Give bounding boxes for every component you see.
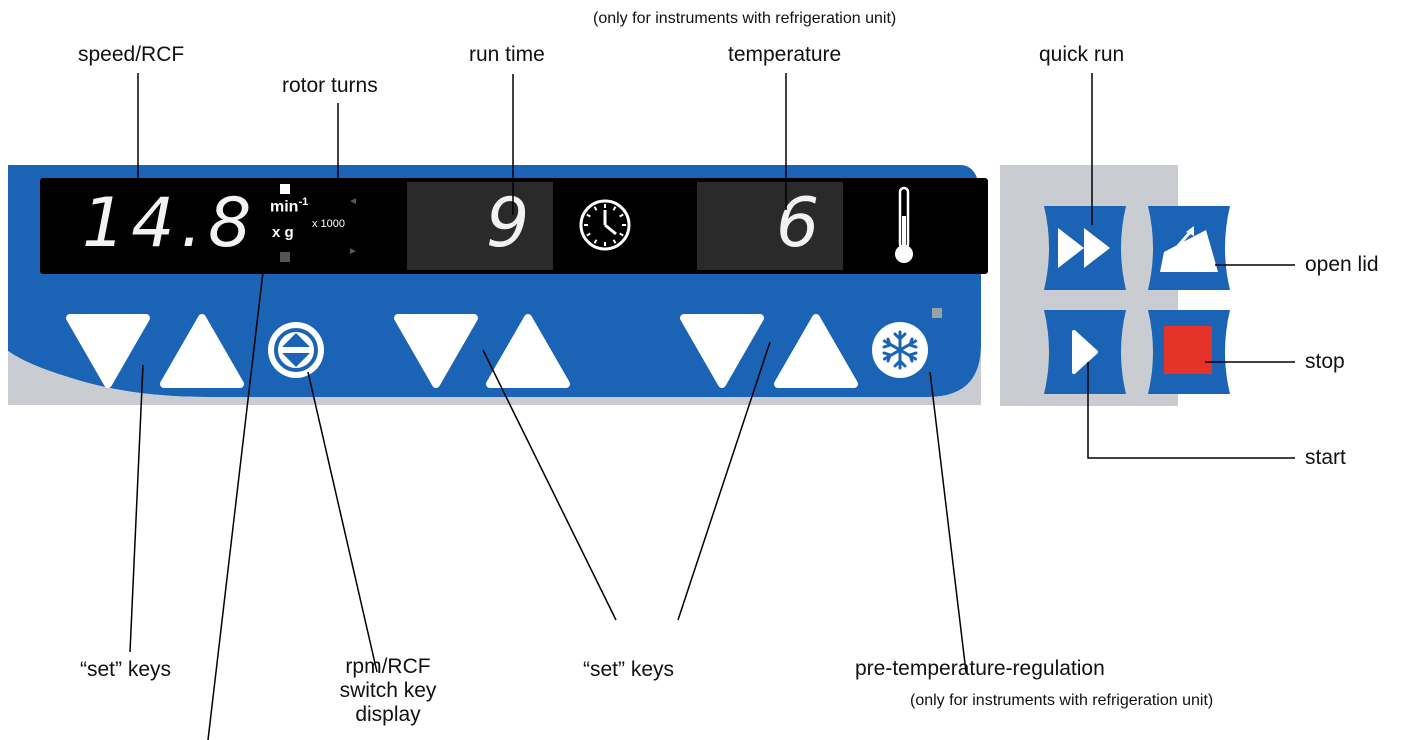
leader-set-keys-left [129,364,144,653]
temp-digit-background [697,182,843,270]
fast-forward-icon [1058,228,1084,268]
rpm-rcf-label-line3: display [355,703,421,727]
unit-xg-label: x g [272,224,294,241]
speed-value: 14.8 [82,184,258,263]
pre-temperature-label: pre-temperature-regulation [855,657,1105,680]
down-arrow-icon [66,314,150,388]
time-digit-background [407,182,553,270]
start-label: start [1305,446,1346,469]
snowflake-icon [882,330,918,370]
thermometer-icon [895,186,913,263]
set-keys-middle-label: “set” keys [583,658,675,681]
set-keys-left-label: “set” keys [80,658,172,681]
quick-run-key[interactable] [1036,202,1134,294]
temperature-value: 6 [776,184,826,263]
play-icon [1072,330,1098,374]
speed-rcf-label: speed/RCF [78,43,185,66]
rpm-rcf-label-line1: rpm/RCF [345,655,431,678]
lcd-display: 14.8 min-1 x g x 1000 ◄ ► 9 6 [40,178,988,274]
time-down-key[interactable] [394,312,478,388]
stop-label: stop [1305,350,1345,373]
multiplier-label: x 1000 [312,218,346,230]
pre-temperature-key[interactable] [870,320,930,380]
speed-up-key[interactable] [160,312,244,388]
pre-temperature-note: (only for instruments with refrigeration… [910,692,1214,709]
quick-run-label: quick run [1039,43,1125,66]
temperature-note: (only for instruments with refrigeration… [593,10,897,27]
rotor-turns-label: rotor turns [282,74,378,97]
rpm-rcf-switch-key[interactable] [264,318,328,382]
start-key[interactable] [1036,306,1134,398]
pre-temperature-led [932,308,942,318]
run-time-label: run time [469,43,545,66]
speed-down-key[interactable] [66,312,150,388]
temperature-label: temperature [728,43,842,66]
rcf-indicator-led [280,252,290,262]
rpm-rcf-label-line2: switch key [339,679,437,703]
clock-icon [579,199,631,251]
rotor-turn-right-icon: ► [348,246,358,257]
leader-rpm-rcf [307,371,378,673]
stop-key[interactable] [1140,306,1238,398]
open-lid-icon [1160,230,1218,272]
leader-pre-temp [929,371,967,673]
rpm-indicator-led [280,184,290,194]
open-lid-label: open lid [1305,253,1379,276]
open-lid-key[interactable] [1140,202,1238,294]
rpm-rcf-label: rpm/RCF switch key display [326,655,450,727]
unit-min-label: min-1 [270,196,309,216]
rotor-turn-left-icon: ◄ [348,196,358,207]
temperature-up-key[interactable] [774,312,858,388]
temperature-down-key[interactable] [680,312,764,388]
up-arrow-icon [160,314,244,388]
time-up-key[interactable] [486,312,570,388]
stop-square-icon [1164,326,1212,374]
time-value: 9 [486,184,536,263]
